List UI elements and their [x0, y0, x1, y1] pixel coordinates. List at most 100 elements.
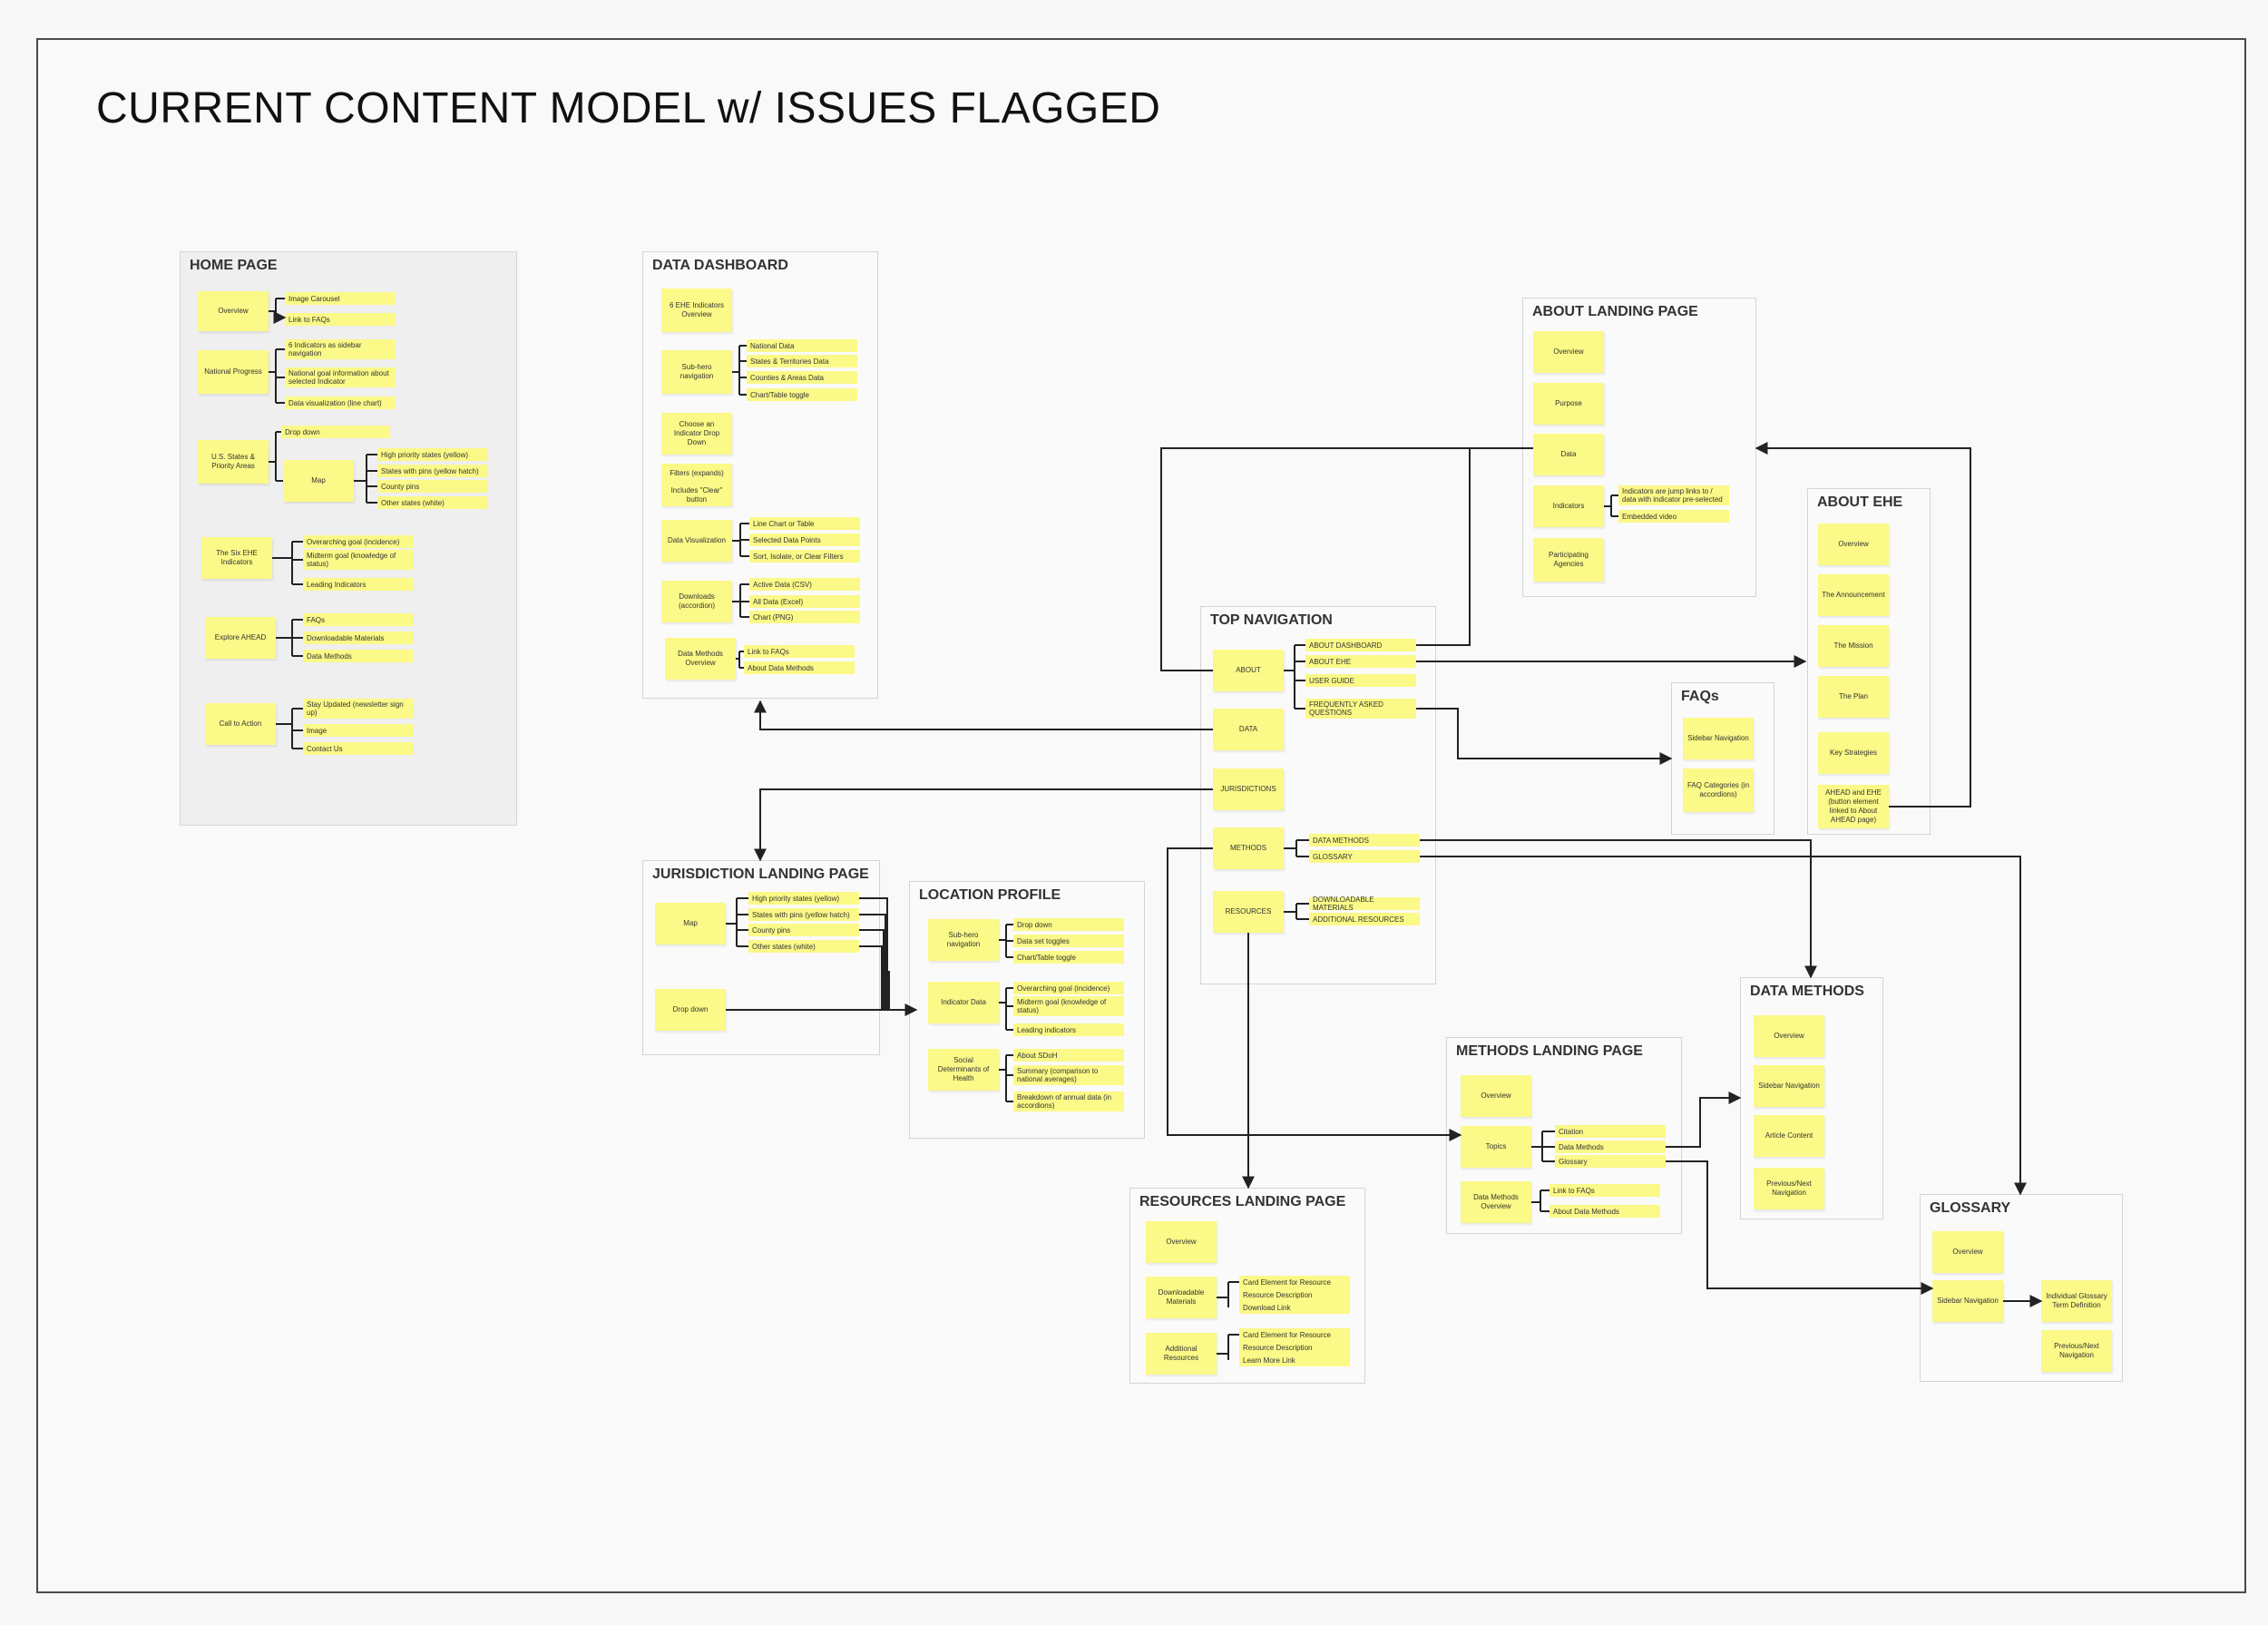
- tag-data-methods: Data Methods: [1555, 1140, 1666, 1153]
- sticky-national-progress: National Progress: [198, 350, 269, 394]
- sticky-purpose: Purpose: [1533, 383, 1604, 425]
- sticky-overview: Overview: [1146, 1221, 1217, 1263]
- sticky-sidebar-nav: Sidebar Navigation: [1932, 1280, 2003, 1322]
- tag-overarching: Overarching goal (incidence): [303, 535, 414, 548]
- tag-county-pins: County pins: [748, 924, 859, 936]
- tag-about-dashboard: ABOUT DASHBOARD: [1305, 639, 1416, 651]
- panel-title: RESOURCES LANDING PAGE: [1139, 1194, 1346, 1209]
- tag-about-ehe: ABOUT EHE: [1305, 655, 1416, 668]
- sticky-plan: The Plan: [1818, 676, 1889, 718]
- tag-link-faqs: Link to FAQs: [744, 645, 855, 658]
- sticky-prev-next: Previous/Next Navigation: [2041, 1330, 2112, 1372]
- tag-user-guide: USER GUIDE: [1305, 674, 1416, 687]
- sticky-cta: Call to Action: [205, 703, 276, 745]
- sticky-overview: Overview: [1818, 524, 1889, 565]
- sticky-clear-button: Includes "Clear" button: [661, 484, 732, 506]
- sticky-sdoh: Social Determinants of Health: [928, 1049, 999, 1091]
- tag-states-pins: States with pins (yellow hatch): [748, 908, 859, 921]
- sticky-dm-overview: Data Methods Overview: [665, 638, 736, 680]
- sticky-map: Map: [655, 903, 726, 945]
- tag-chart-png: Chart (PNG): [749, 611, 860, 623]
- tag-data-viz-line: Data visualization (line chart): [285, 396, 396, 409]
- sticky-explore-ahead: Explore AHEAD: [205, 617, 276, 659]
- tag-other-states: Other states (white): [748, 940, 859, 953]
- sticky-overview: Overview: [1932, 1231, 2003, 1273]
- tag-about-sdoh: About SDoH: [1013, 1049, 1124, 1062]
- tag-summary: Summary (comparison to national averages…: [1013, 1065, 1124, 1085]
- tag-overarching: Overarching goal (incidence): [1013, 982, 1124, 994]
- tag-card1: Card Element for Resource: [1239, 1276, 1350, 1288]
- panel-title: GLOSSARY: [1930, 1200, 2011, 1216]
- sticky-indicator-data: Indicator Data: [928, 982, 999, 1023]
- sticky-jurisdictions: JURISDICTIONS: [1213, 768, 1284, 810]
- diagram-title: CURRENT CONTENT MODEL w/ ISSUES FLAGGED: [96, 84, 1161, 132]
- tag-six-indicators: 6 Indicators as sidebar navigation: [285, 339, 396, 359]
- tag-learn-more: Learn More Link: [1239, 1354, 1350, 1366]
- tag-active-csv: Active Data (CSV): [749, 578, 860, 591]
- sticky-filters: Filters (expands): [661, 464, 732, 484]
- tag-high-priority: High priority states (yellow): [377, 448, 488, 461]
- sticky-faq-categories: FAQ Categories (in accordions): [1683, 768, 1754, 812]
- sticky-dm-overview: Data Methods Overview: [1461, 1181, 1531, 1223]
- tag-downloadable: DOWNLOADABLE MATERIALS: [1309, 896, 1420, 912]
- panel-title: ABOUT LANDING PAGE: [1532, 304, 1698, 319]
- sticky-data: Data: [1533, 434, 1604, 475]
- sticky-overview: Overview: [1533, 331, 1604, 373]
- sticky-additional: Additional Resources: [1146, 1333, 1217, 1375]
- sticky-downloadable: Downloadable Materials: [1146, 1277, 1217, 1318]
- sticky-prev-next: Previous/Next Navigation: [1754, 1168, 1824, 1209]
- sticky-overview: Overview: [1461, 1075, 1531, 1117]
- sticky-methods: METHODS: [1213, 827, 1284, 869]
- sticky-six-ehe: The Six EHE Indicators: [201, 537, 272, 579]
- tag-data-set-toggles: Data set toggles: [1013, 935, 1124, 947]
- tag-link-faqs: Link to FAQs: [1549, 1184, 1660, 1197]
- sticky-data-viz: Data Visualization: [661, 520, 732, 562]
- tag-leading: Leading Indicators: [303, 578, 414, 591]
- sticky-ahead-ehe: AHEAD and EHE (button element linked to …: [1818, 785, 1889, 828]
- sticky-sub-hero: Sub-hero navigation: [928, 919, 999, 961]
- tag-link-faqs: Link to FAQs: [285, 313, 396, 326]
- tag-downloadable: Downloadable Materials: [303, 631, 414, 644]
- tag-download-link: Download Link: [1239, 1301, 1350, 1314]
- tag-drop-down: Drop down: [281, 426, 390, 438]
- panel-title: FAQs: [1681, 689, 1719, 704]
- panel-title: JURISDICTION LANDING PAGE: [652, 866, 869, 882]
- tag-chart-table-toggle: Chart/Table toggle: [1013, 951, 1124, 964]
- sticky-sub-hero: Sub-hero navigation: [661, 350, 732, 394]
- tag-national-data: National Data: [747, 339, 857, 352]
- sticky-term-def: Individual Glossary Term Definition: [2041, 1280, 2112, 1322]
- tag-states-pins: States with pins (yellow hatch): [377, 465, 488, 477]
- tag-embedded-video: Embedded video: [1618, 510, 1729, 523]
- sticky-mission: The Mission: [1818, 625, 1889, 667]
- sticky-article: Article Content: [1754, 1115, 1824, 1157]
- tag-image: Image: [303, 724, 414, 737]
- sticky-drop-down: Drop down: [655, 989, 726, 1031]
- tag-additional: ADDITIONAL RESOURCES: [1309, 913, 1420, 925]
- sticky-downloads: Downloads (accordion): [661, 581, 732, 622]
- tag-chart-table-toggle: Chart/Table toggle: [747, 388, 857, 401]
- tag-about-dm: About Data Methods: [1549, 1205, 1660, 1218]
- tag-county-pins: County pins: [377, 480, 488, 493]
- tag-glossary: GLOSSARY: [1309, 850, 1420, 863]
- sticky-indicators: Indicators: [1533, 485, 1604, 527]
- tag-data-methods: Data Methods: [303, 650, 414, 662]
- tag-national-goal: National goal information about selected…: [285, 367, 396, 387]
- sticky-data: DATA: [1213, 709, 1284, 750]
- sticky-key-strategies: Key Strategies: [1818, 732, 1889, 774]
- tag-breakdown: Breakdown of annual data (in accordions): [1013, 1091, 1124, 1111]
- tag-selected-points: Selected Data Points: [749, 534, 860, 546]
- tag-faq: FREQUENTLY ASKED QUESTIONS: [1305, 699, 1416, 719]
- sticky-announcement: The Announcement: [1818, 574, 1889, 616]
- tag-about-dm: About Data Methods: [744, 661, 855, 674]
- tag-jump-links: Indicators are jump links to / data with…: [1618, 485, 1729, 505]
- sticky-resources: RESOURCES: [1213, 891, 1284, 933]
- tag-data-methods: DATA METHODS: [1309, 834, 1420, 847]
- panel-title: ABOUT EHE: [1817, 494, 1903, 510]
- panel-title: DATA DASHBOARD: [652, 258, 788, 273]
- tag-high-priority: High priority states (yellow): [748, 892, 859, 905]
- panel-title: HOME PAGE: [190, 258, 278, 273]
- tag-contact: Contact Us: [303, 742, 414, 755]
- sticky-overview: Overview: [1754, 1015, 1824, 1057]
- sticky-agencies: Participating Agencies: [1533, 538, 1604, 582]
